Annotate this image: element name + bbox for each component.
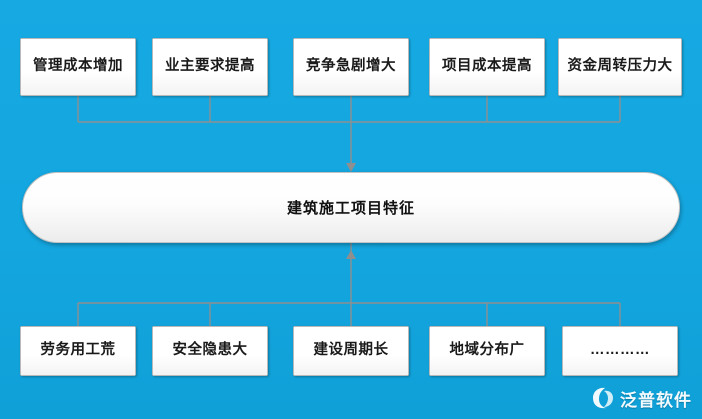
bottom-node-2[interactable]: 安全隐患大 xyxy=(152,326,268,376)
bottom-node-1-label: 劳务用工荒 xyxy=(21,327,135,375)
top-node-3[interactable]: 竞争急剧增大 xyxy=(293,38,409,96)
bottom-node-1[interactable]: 劳务用工荒 xyxy=(20,326,136,376)
top-node-4[interactable]: 项目成本提高 xyxy=(429,38,545,96)
center-node[interactable]: 建筑施工项目特征 xyxy=(22,172,680,243)
top-node-1-label: 管理成本增加 xyxy=(21,39,135,95)
top-node-1[interactable]: 管理成本增加 xyxy=(20,38,136,96)
top-node-4-label: 项目成本提高 xyxy=(430,39,544,95)
bottom-node-5-label: ………… xyxy=(563,327,677,375)
top-node-5[interactable]: 资金周转压力大 xyxy=(558,38,682,96)
watermark: 泛普软件 xyxy=(590,385,692,411)
bottom-node-3[interactable]: 建设周期长 xyxy=(293,326,409,376)
watermark-text: 泛普软件 xyxy=(620,390,692,410)
fanpu-logo-icon xyxy=(590,385,616,411)
bottom-node-5[interactable]: ………… xyxy=(562,326,678,376)
bottom-node-4-label: 地域分布广 xyxy=(430,327,544,375)
bottom-node-3-label: 建设周期长 xyxy=(294,327,408,375)
bottom-node-2-label: 安全隐患大 xyxy=(153,327,267,375)
top-node-2[interactable]: 业主要求提高 xyxy=(152,38,268,96)
center-node-label: 建筑施工项目特征 xyxy=(286,200,415,217)
bottom-node-4[interactable]: 地域分布广 xyxy=(429,326,545,376)
top-node-2-label: 业主要求提高 xyxy=(153,39,267,95)
top-node-5-label: 资金周转压力大 xyxy=(559,39,681,95)
top-node-3-label: 竞争急剧增大 xyxy=(294,39,408,95)
